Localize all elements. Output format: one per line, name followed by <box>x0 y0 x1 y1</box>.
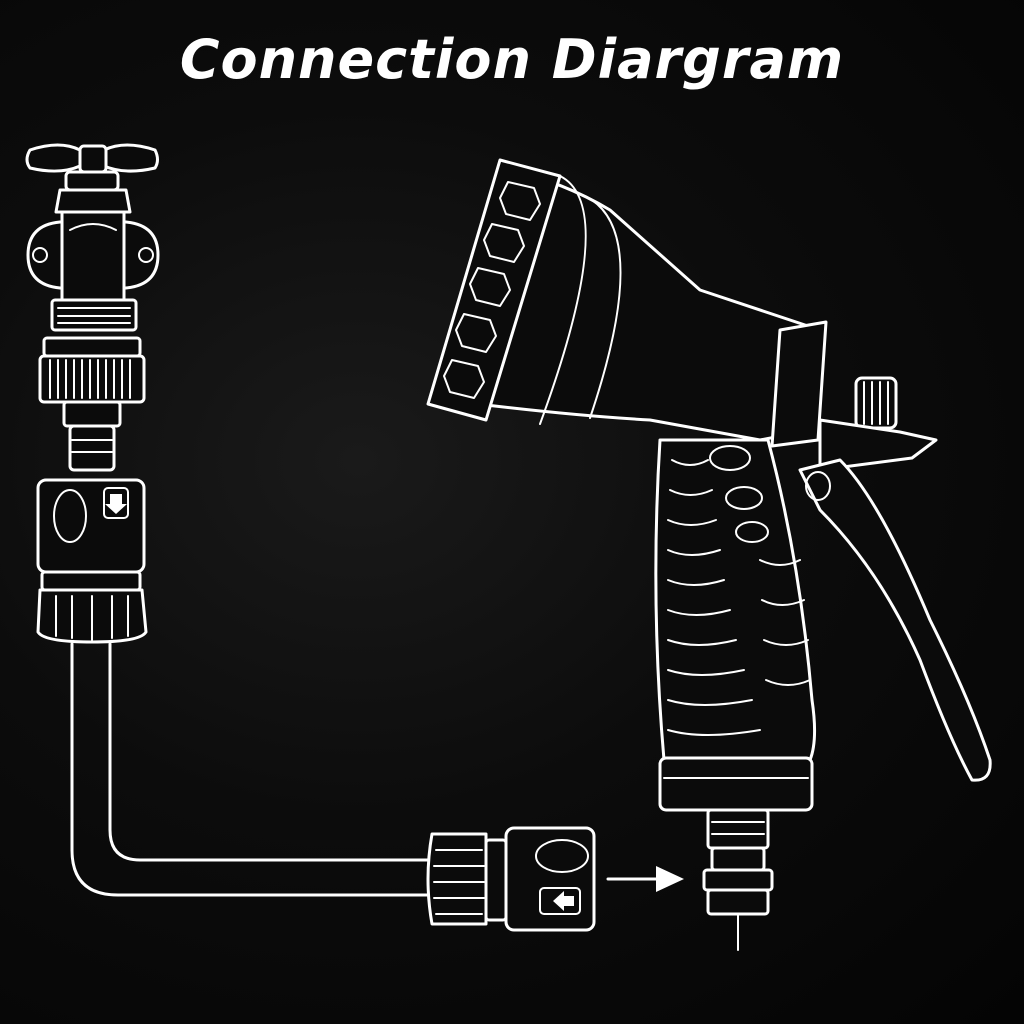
tap-adapter-icon <box>38 336 146 472</box>
spray-nozzle-icon <box>426 158 992 812</box>
quick-connector-top-icon <box>36 478 148 644</box>
garden-hose-icon <box>70 642 434 897</box>
quick-connector-bottom-icon <box>426 826 596 932</box>
faucet-icon <box>25 143 160 332</box>
nipple-adapter-icon <box>702 808 774 951</box>
direction-arrow-icon <box>606 866 684 892</box>
page-title: Connection Diargram <box>179 28 845 91</box>
